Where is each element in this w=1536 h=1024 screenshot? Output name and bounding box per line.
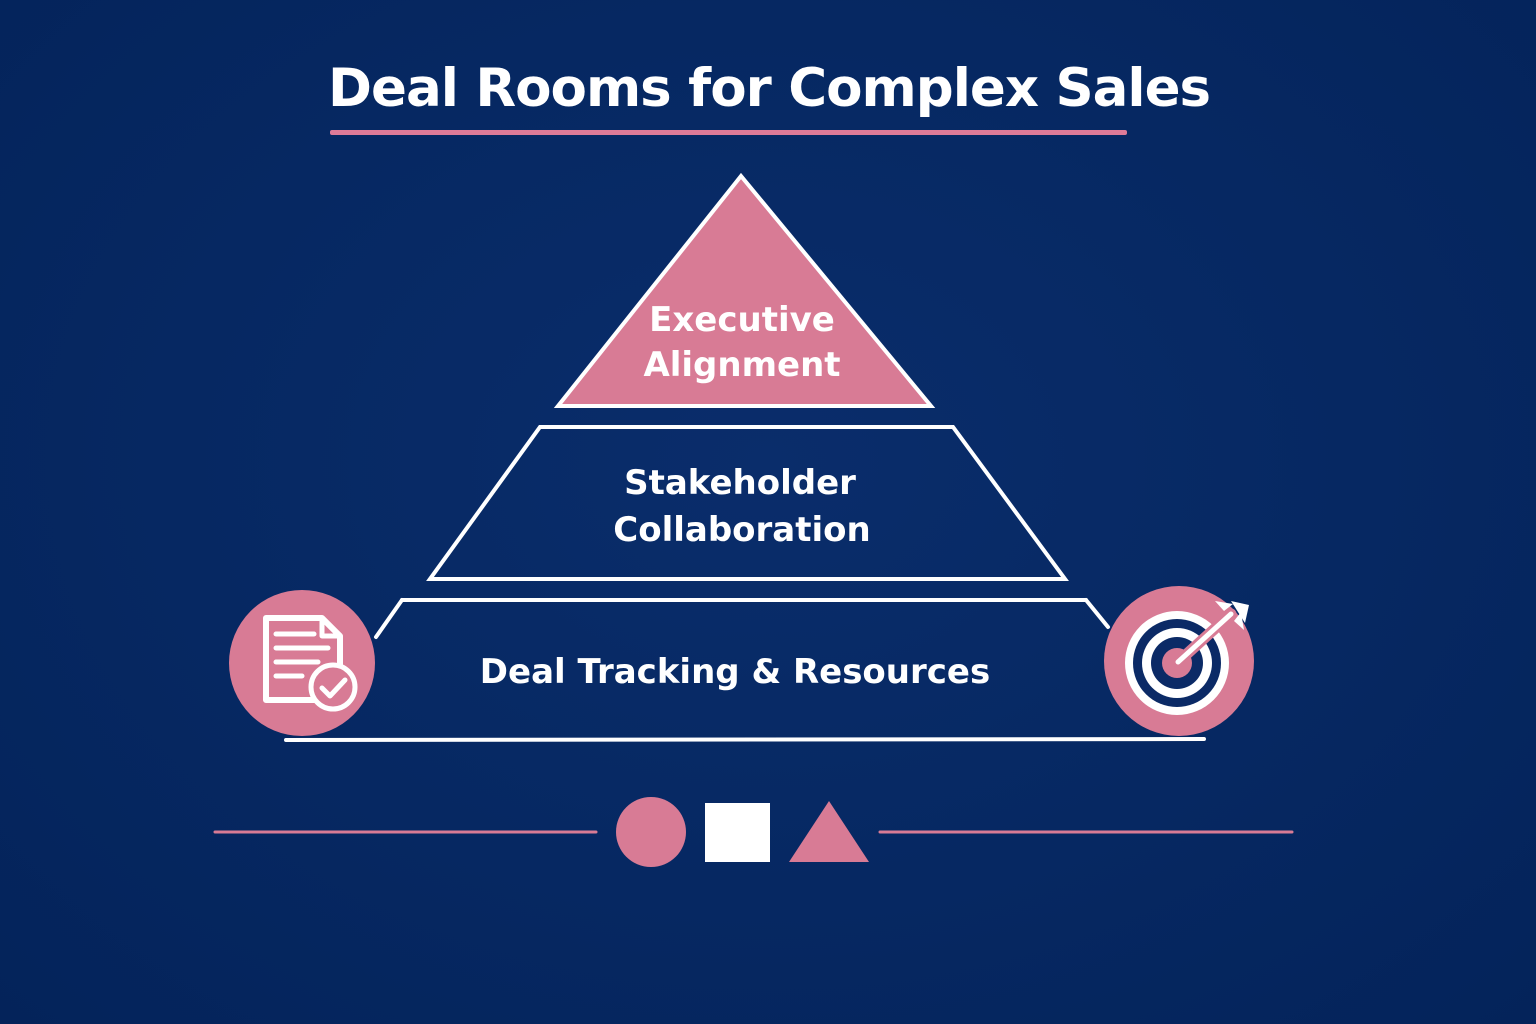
circle-shape-icon [616, 797, 686, 867]
pyramid-tier-top: Executive Alignment [553, 172, 936, 408]
target-arrow-icon [1104, 586, 1254, 736]
pyramid-tier-bottom: Deal Tracking & Resources [284, 598, 1206, 742]
pyramid-tier-middle: Stakeholder Collaboration [426, 425, 1069, 581]
footer-decoration [213, 797, 1294, 867]
title-underline [330, 130, 1127, 135]
page-title: Deal Rooms for Complex Sales [328, 58, 1211, 119]
tier-top-label-line1: Executive [649, 300, 835, 340]
tier-middle-label-line2: Collaboration [613, 510, 870, 550]
tier-top-label-line2: Alignment [643, 345, 840, 385]
tier-bottom-label: Deal Tracking & Resources [480, 652, 990, 692]
square-shape-icon [705, 803, 770, 862]
triangle-shape-icon [789, 801, 869, 862]
document-check-icon [229, 590, 375, 736]
tier-middle-label-line1: Stakeholder [624, 463, 856, 503]
